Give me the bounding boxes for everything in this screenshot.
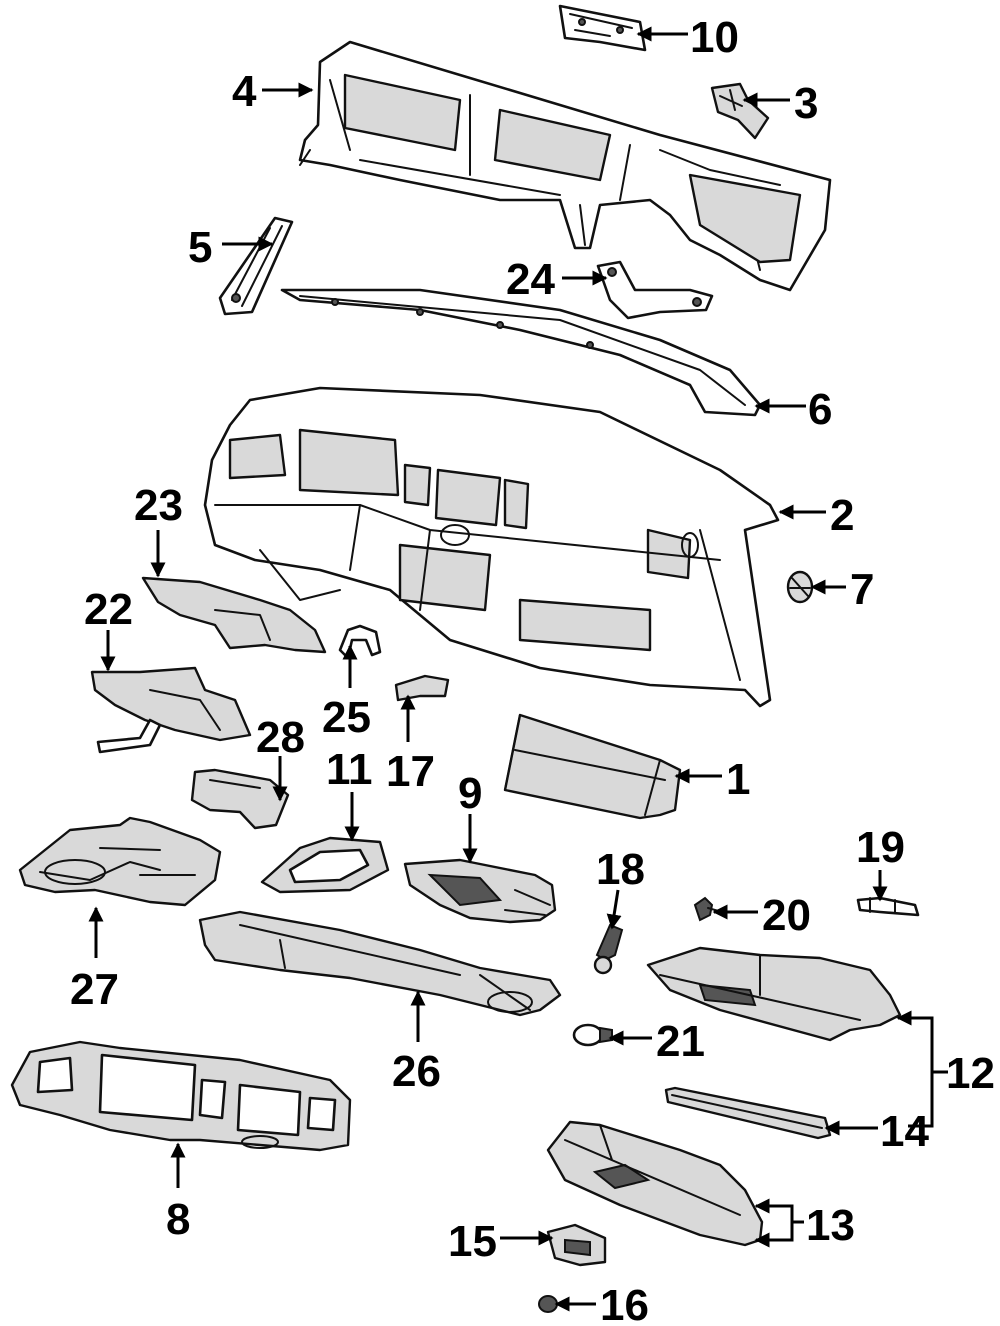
callout-23: 23: [134, 481, 183, 530]
callout-1: 1: [726, 755, 750, 804]
callout-9: 9: [458, 769, 482, 818]
part-10-mount-bracket: [558, 4, 647, 52]
callout-5: 5: [188, 223, 212, 272]
callout-6: 6: [808, 385, 832, 434]
part-25-retainer: [338, 624, 382, 660]
part-21-bulb: [572, 1023, 613, 1047]
leader-18: [606, 889, 622, 930]
callout-16: 16: [600, 1281, 649, 1326]
callout-15: 15: [448, 1217, 497, 1266]
leader-lines: [88, 26, 948, 1312]
part-5-side-bracket: [218, 216, 294, 316]
callout-7: 7: [850, 565, 874, 614]
callout-19: 19: [856, 823, 905, 872]
callout-18: 18: [596, 845, 645, 894]
part-17-cover: [394, 674, 450, 702]
bracket-13: [758, 1204, 794, 1242]
callout-27: 27: [70, 965, 119, 1014]
part-2-instrument-panel: [203, 386, 780, 708]
part-13-glove-box-door: [546, 1120, 764, 1247]
callout-4: 4: [232, 67, 257, 116]
callout-22: 22: [84, 585, 133, 634]
part-1-glove-box-door: [503, 713, 682, 820]
callout-28: 28: [256, 713, 305, 762]
part-15-latch: [546, 1223, 607, 1267]
part-11-tray: [260, 836, 390, 894]
part-28-end-cap: [190, 768, 290, 830]
callout-14: 14: [880, 1107, 929, 1156]
part-6-defroster-trim: [280, 288, 762, 417]
part-22-lower-panel: [90, 666, 252, 754]
part-3-bracket: [710, 82, 770, 140]
part-4-support-frame: [298, 40, 832, 292]
part-23-knee-bolster: [141, 576, 327, 654]
callout-25: 25: [322, 693, 371, 742]
part-18-lamp-socket: [593, 923, 624, 975]
part-20-screw: [693, 896, 723, 922]
callout-20: 20: [762, 891, 811, 940]
callout-12: 12: [946, 1049, 995, 1098]
callout-21: 21: [656, 1017, 705, 1066]
part-7-clip: [786, 570, 814, 604]
callout-numbers: 10 3 4 5 24 6 2 7 23 22 25 17 28 1 11 9 …: [70, 13, 995, 1326]
part-8-cluster-bezel: [10, 1040, 352, 1152]
part-16-bumper: [538, 1295, 558, 1313]
callout-17: 17: [386, 747, 435, 796]
callout-3: 3: [794, 79, 818, 128]
callout-26: 26: [392, 1047, 441, 1096]
part-19-pin: [856, 896, 920, 917]
callout-10: 10: [690, 13, 739, 62]
callout-13: 13: [806, 1201, 855, 1250]
part-24-brace: [596, 260, 714, 320]
callout-11: 11: [326, 745, 373, 794]
callout-2: 2: [830, 491, 854, 540]
part-12-glove-box: [646, 946, 902, 1042]
part-27-insulator: [18, 816, 222, 907]
part-26-lower-trim: [198, 910, 562, 1017]
part-14-hinge-strip: [664, 1086, 832, 1140]
callout-24: 24: [506, 255, 555, 304]
callout-8: 8: [166, 1195, 190, 1244]
part-9-console-bin: [403, 858, 557, 924]
